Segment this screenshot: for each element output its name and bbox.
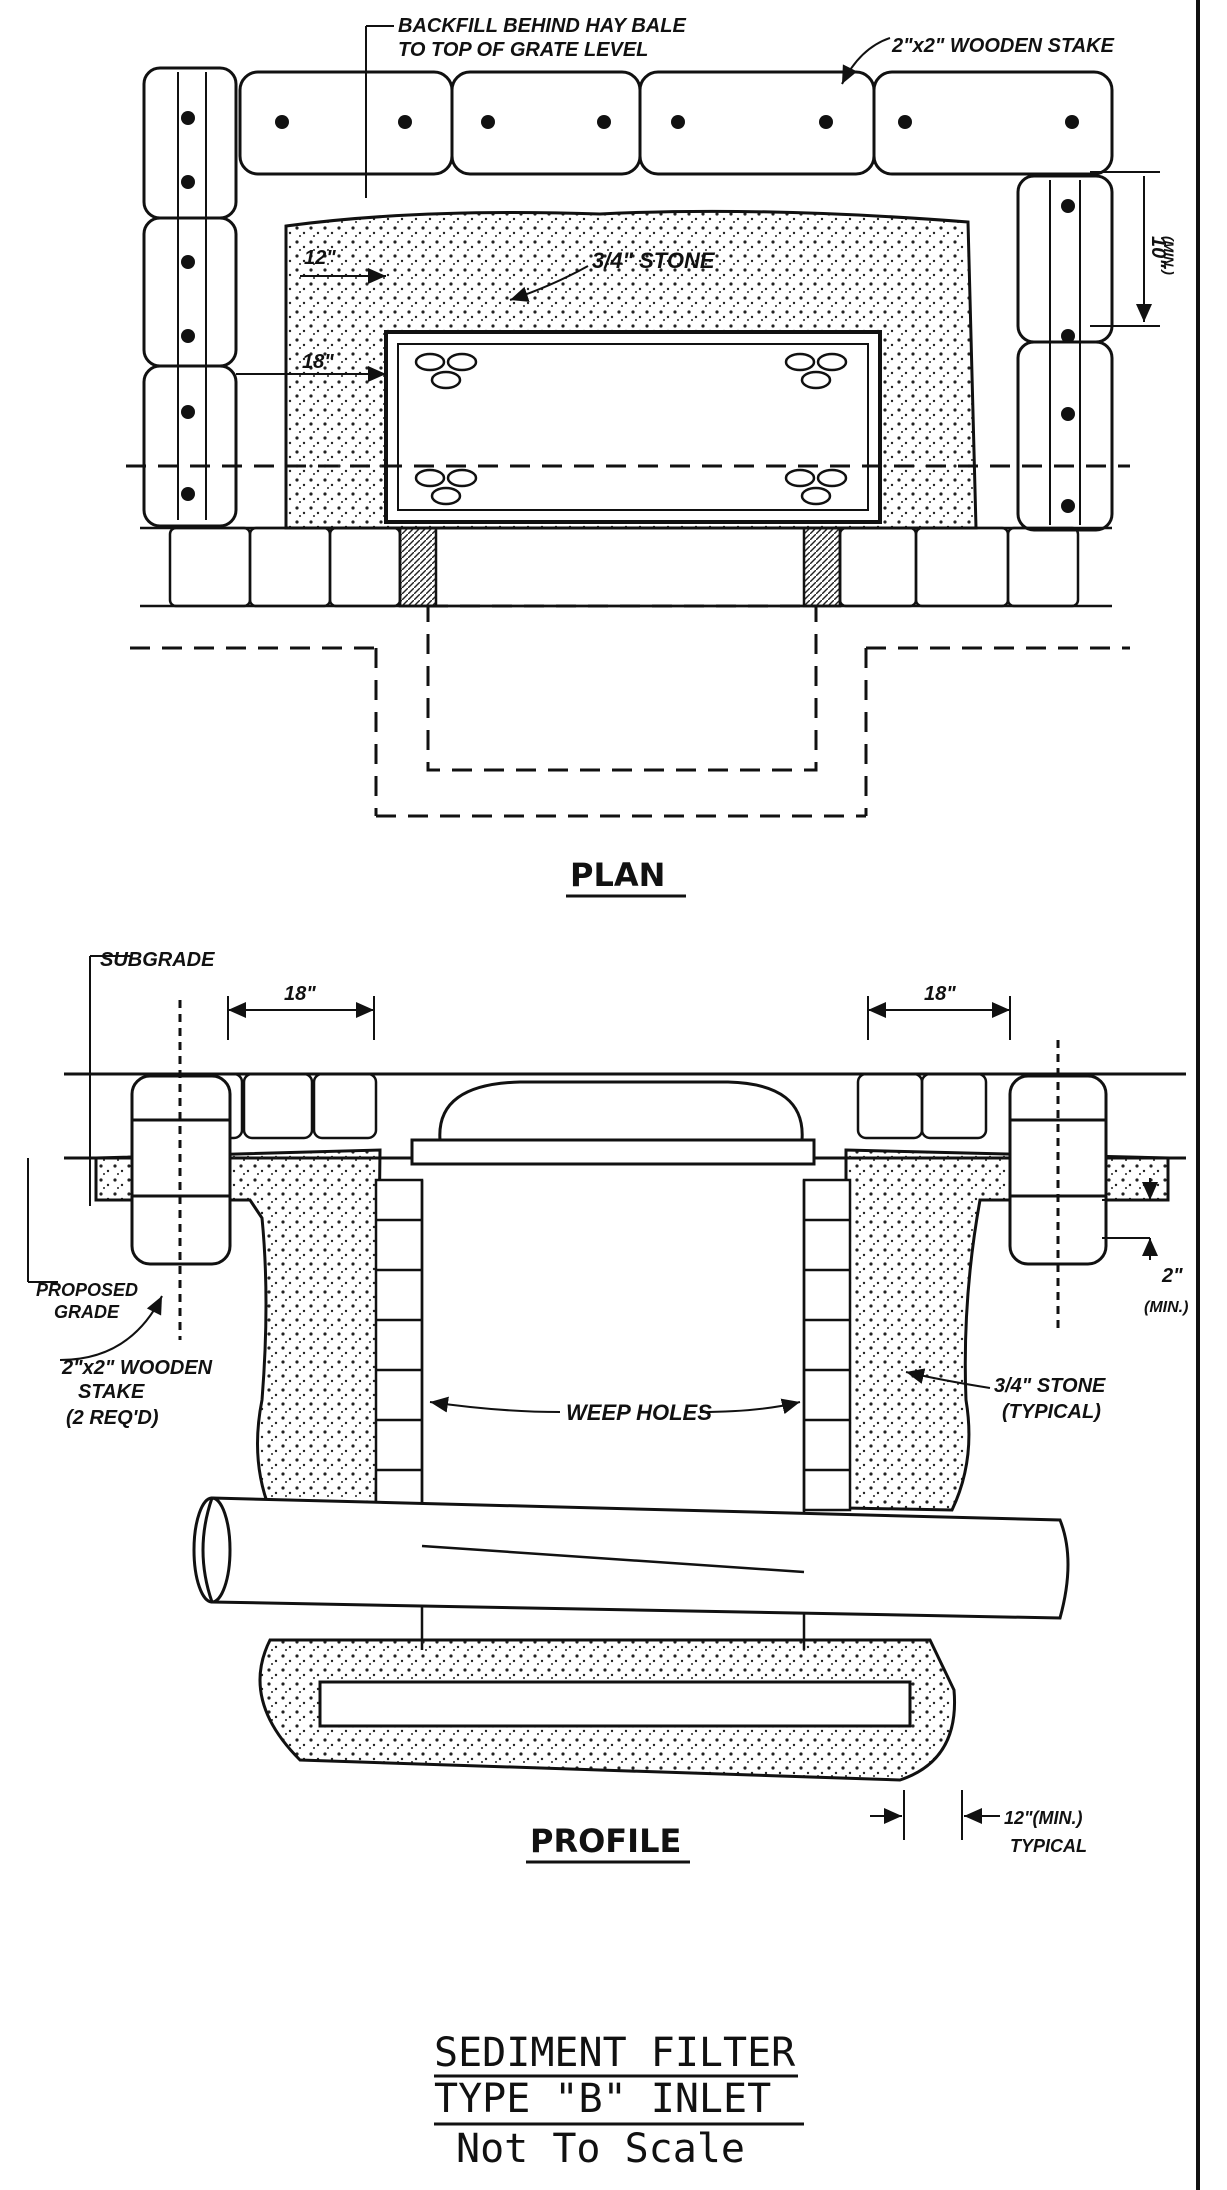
profile-hay-bales [130,1000,1108,1340]
plan-left-bales [142,66,238,528]
profile-typical: TYPICAL [1010,1836,1087,1856]
profile-dim-12-min: 12"(MIN.) [1004,1808,1083,1828]
profile-stake-callout-2: STAKE [78,1381,145,1403]
title-block: SEDIMENT FILTER TYPE "B" INLET Not To Sc… [434,2030,804,2172]
profile-proposed-grade: PROPOSED [36,1280,138,1300]
profile-subgrade-callout: SUBGRADE [100,949,215,971]
profile-stone-callout-2: (TYPICAL) [1002,1401,1101,1423]
plan-labels: BACKFILL BEHIND HAY BALE TO TOP OF GRATE… [302,15,1177,898]
profile-dim-18-left: 18" [284,983,316,1005]
plan-inlet-grate [384,330,882,524]
plan-callout-leaders [236,25,1160,382]
plan-right-bales [1016,174,1114,532]
profile-labels: SUBGRADE 18" 18" PROPOSED GRADE 2"x2" WO… [36,949,1188,1864]
profile-stone-callout: 3/4" STONE [994,1375,1106,1397]
profile-stake-callout-3: (2 REQ'D) [66,1407,159,1429]
plan-dim-12: 12" [304,247,336,269]
plan-dim-18: 18" [302,351,334,373]
plan-backfill-callout-2: TO TOP OF GRATE LEVEL [398,39,648,61]
title-line-1: SEDIMENT FILTER [434,2030,796,2076]
profile-dim-18-right: 18" [924,983,956,1005]
plan-view-label: PLAN [570,856,665,894]
profile-grate [438,1080,804,1142]
plan-dim-10: 10" [1147,236,1169,268]
profile-stone-fill [94,1148,382,1512]
profile-inlet-walls [374,1178,852,1650]
plan-dashed-outline [126,464,1130,818]
profile-pipe [192,1496,1070,1620]
title-line-2: TYPE "B" INLET [434,2076,771,2122]
profile-proposed-grade-2: GRADE [54,1302,120,1322]
profile-view-label: PROFILE [530,1822,681,1860]
profile-view [27,955,1186,1840]
plan-view [126,25,1160,818]
plan-dim-10-min: (MIN.) [1161,236,1177,275]
profile-dim-2: 2" [1161,1265,1183,1287]
plan-backfill-callout: BACKFILL BEHIND HAY BALE [398,15,686,37]
profile-weep-holes: WEEP HOLES [566,1400,712,1425]
plan-stone-callout: 3/4" STONE [592,248,716,273]
plan-stake-callout: 2"x2" WOODEN STAKE [891,35,1115,57]
profile-stake-callout: 2"x2" WOODEN [61,1357,213,1379]
plan-curb-blocks [140,526,1112,608]
profile-dim-2-min: (MIN.) [1144,1299,1188,1316]
title-line-3: Not To Scale [456,2126,745,2172]
plan-stakes [181,111,1079,513]
plan-top-bales [238,70,1114,176]
profile-footing-slab [318,1680,912,1728]
profile-callout-leaders [27,955,1158,1840]
